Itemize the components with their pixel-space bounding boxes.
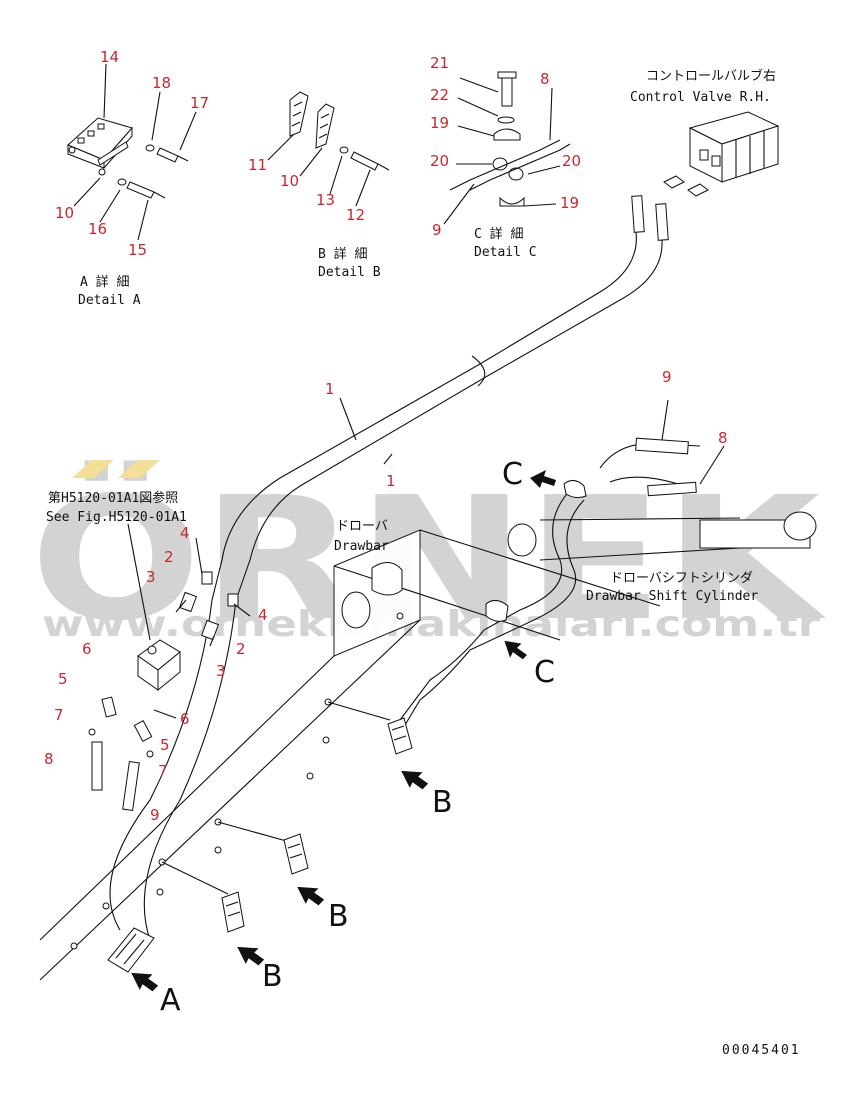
callout-3-right: 3 (216, 662, 226, 680)
callout-11: 11 (248, 156, 267, 174)
arrow-b-middle-icon (297, 886, 325, 906)
callout-4-top: 4 (180, 524, 190, 542)
callout-13: 13 (316, 191, 335, 209)
clamp-b-middle (283, 833, 309, 875)
detail-b-drawing (267, 91, 390, 207)
arrow-b-lower-icon (237, 946, 265, 966)
watermark-url: www.ornekismakinalari.com.tr (42, 604, 820, 645)
callout-7-right: 7 (158, 762, 168, 780)
detail-c-drawing (443, 71, 571, 225)
drawbar-label-jp: ドローバ (336, 519, 388, 534)
clamp-b-upper (387, 717, 413, 755)
drawbar-label-en: Drawbar (334, 539, 389, 554)
detail-c-title-en: Detail C (474, 245, 537, 260)
shift-cylinder-label-jp: ドローバシフトシリンダ (610, 571, 753, 586)
shift-cylinder-label-en: Drawbar Shift Cylinder (586, 589, 758, 604)
detail-a-drawing (67, 63, 197, 241)
see-fig-label-en: See Fig.H5120-01A1 (46, 510, 187, 525)
see-fig-label-jp: 第H5120-01A1図参照 (48, 490, 178, 506)
callout-7-left: 7 (54, 706, 64, 724)
arrow-a-icon (131, 972, 159, 992)
drawing-number: 00045401 (722, 1043, 801, 1058)
control-valve-label-en: Control Valve R.H. (630, 90, 771, 105)
view-letter-a: A (160, 983, 181, 1018)
callout-21: 21 (430, 54, 449, 72)
callout-8-cyl: 8 (718, 429, 728, 447)
watermark-accent-left (72, 460, 114, 478)
control-valve-label-jp: コントロールバルブ右 (646, 68, 776, 84)
callout-9-cyl: 9 (662, 368, 672, 386)
detail-a-title-en: Detail A (78, 293, 141, 308)
fittings-cluster (88, 523, 251, 812)
callout-12: 12 (346, 206, 365, 224)
clamp-a (107, 927, 155, 973)
callout-19-top: 19 (430, 114, 449, 132)
callout-2-right: 2 (236, 640, 246, 658)
watermark-accent-right (118, 460, 160, 478)
callout-6-left: 6 (82, 640, 92, 658)
callout-14: 14 (100, 48, 119, 66)
callout-5-right: 5 (160, 736, 170, 754)
callout-1-top: 1 (325, 380, 335, 398)
callout-4-right: 4 (258, 606, 268, 624)
arrow-c-bottom-icon (504, 640, 528, 660)
clamp-b-lower (221, 891, 245, 933)
detail-b-title-jp: B 詳 細 (318, 246, 367, 262)
drawbar-drawing (39, 529, 661, 981)
view-letter-c-top: C (502, 457, 523, 492)
clamp-teeth (77, 123, 105, 144)
callout-1-bottom: 1 (386, 472, 396, 490)
view-letter-b-middle: B (328, 899, 349, 934)
view-arrows (131, 470, 556, 992)
callout-5-left: 5 (58, 670, 68, 688)
detail-a-title-jp: A 詳 細 (80, 274, 129, 290)
callout-16: 16 (88, 220, 107, 238)
callout-15: 15 (128, 241, 147, 259)
callout-2-top: 2 (164, 548, 174, 566)
callout-18: 18 (152, 74, 171, 92)
callout-22: 22 (430, 86, 449, 104)
arrow-b-upper-icon (401, 770, 429, 790)
callout-19-bottom: 19 (560, 194, 579, 212)
arrow-c-top-icon (530, 470, 556, 488)
view-letter-b-upper: B (432, 785, 453, 820)
callout-3-top: 3 (146, 568, 156, 586)
callout-6-right: 6 (180, 710, 190, 728)
callout-10-a: 10 (55, 204, 74, 222)
callout-8-c: 8 (540, 70, 550, 88)
callout-20-left: 20 (430, 152, 449, 170)
detail-b-title-en: Detail B (318, 265, 381, 280)
watermark: ÖRNEK www.ornekismakinalari.com.tr (30, 460, 826, 659)
view-letter-c-bottom: C (534, 655, 555, 690)
watermark-brand: ÖRNEK (30, 460, 826, 659)
callout-17: 17 (190, 94, 209, 112)
view-letter-b-lower: B (262, 959, 283, 994)
control-valve-drawing (663, 111, 780, 197)
callout-9-c: 9 (432, 221, 442, 239)
main-hoses (109, 195, 669, 941)
callout-8-left: 8 (44, 750, 54, 768)
callout-10-b: 10 (280, 172, 299, 190)
callout-20-right: 20 (562, 152, 581, 170)
callout-9-left: 9 (150, 806, 160, 824)
shift-cylinder-drawing (395, 399, 817, 741)
detail-c-title-jp: C 詳 細 (474, 226, 523, 242)
